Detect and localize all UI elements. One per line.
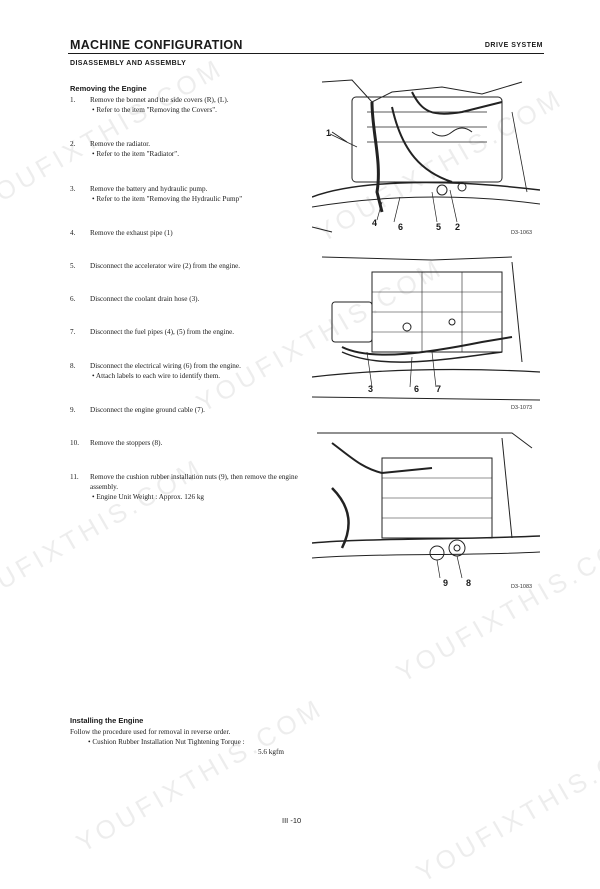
step-5: 5. Disconnect the accelerator wire (2) f… [70,261,305,271]
step-number: 11. [70,473,79,481]
step-number: 8. [70,362,76,370]
section-label: DRIVE SYSTEM [484,42,543,49]
figure-code: D3-1083 [511,584,533,590]
header-rule [68,53,544,54]
installing-procedure: Follow the procedure used for removal in… [70,728,231,736]
step-text: Remove the stoppers (8). [90,439,163,447]
step-number: 7. [70,328,76,336]
step-number: 9. [70,406,76,414]
callout-1: 1 [326,128,332,138]
installing-text: Follow the procedure used for removal in… [70,727,245,747]
step-8: 8. Disconnect the electrical wiring (6) … [70,361,305,381]
step-text: Disconnect the accelerator wire (2) from… [90,262,241,270]
removing-title: Removing the Engine [70,84,147,93]
step-text: Remove the battery and hydraulic pump. [90,185,208,193]
torque-note: • Cushion Rubber Installation Nut Tighte… [88,738,245,746]
callout-5: 5 [436,222,442,232]
page-number: III -10 [282,816,302,825]
step-text: Disconnect the coolant drain hose (3). [90,295,200,303]
step-text: Remove the radiator. [90,140,151,148]
step-10: 10. Remove the stoppers (8). [70,438,305,448]
callout-2: 2 [455,222,461,232]
torque-value: 5.6 kgfm [258,748,284,756]
step-9: 9. Disconnect the engine ground cable (7… [70,405,305,415]
figure-electrical-wiring [312,252,540,412]
step-note: Refer to the item "Radiator". [92,149,305,159]
step-text: Disconnect the fuel pipes (4), (5) from … [90,328,235,336]
step-text: Remove the cushion rubber installation n… [90,473,298,491]
callout-6: 6 [398,222,404,232]
step-number: 6. [70,295,76,303]
callout-4: 4 [372,218,378,228]
figure-code: D3-1063 [511,230,533,236]
step-number: 2. [70,140,76,148]
step-1: 1. Remove the bonnet and the side covers… [70,95,305,115]
step-text: Remove the bonnet and the side covers (R… [90,96,229,104]
engine-illustration [312,256,540,401]
step-number: 4. [70,229,76,237]
step-11: 11. Remove the cushion rubber installati… [70,472,305,502]
step-7: 7. Disconnect the fuel pipes (4), (5) fr… [70,327,305,337]
callout-7: 7 [436,384,442,394]
step-note: Refer to the item "Removing the Covers". [92,105,305,115]
step-note: Engine Unit Weight : Approx. 126 kg [92,492,305,502]
step-2: 2. Remove the radiator. Refer to the ite… [70,139,305,159]
step-note: Refer to the item "Removing the Hydrauli… [92,194,305,204]
step-6: 6. Disconnect the coolant drain hose (3)… [70,294,305,304]
step-number: 3. [70,185,76,193]
callout-8: 8 [466,578,472,588]
installing-title: Installing the Engine [70,716,144,725]
step-4: 4. Remove the exhaust pipe (1) [70,228,305,238]
step-number: 10. [70,439,79,447]
engine-illustration [312,79,540,233]
figure-exhaust-pipe [312,72,540,240]
figure-code: D3-1073 [511,405,533,411]
watermark: YOUFIXTHIS.COM [411,722,600,889]
step-text: Disconnect the electrical wiring (6) fro… [90,362,241,370]
step-text: Disconnect the engine ground cable (7). [90,406,205,414]
step-text: Remove the exhaust pipe (1) [90,229,173,237]
figure-cushion-rubber [312,428,540,586]
engine-illustration [312,432,540,579]
step-3: 3. Remove the battery and hydraulic pump… [70,184,305,204]
step-number: 1. [70,96,76,104]
callout-3: 3 [368,384,374,394]
step-note: Attach labels to each wire to identify t… [92,371,305,381]
subheading: DISASSEMBLY AND ASSEMBLY [70,60,187,67]
page-title: MACHINE CONFIGURATION [70,38,243,52]
callout-6: 6 [414,384,420,394]
step-number: 5. [70,262,76,270]
callout-9: 9 [443,578,449,588]
